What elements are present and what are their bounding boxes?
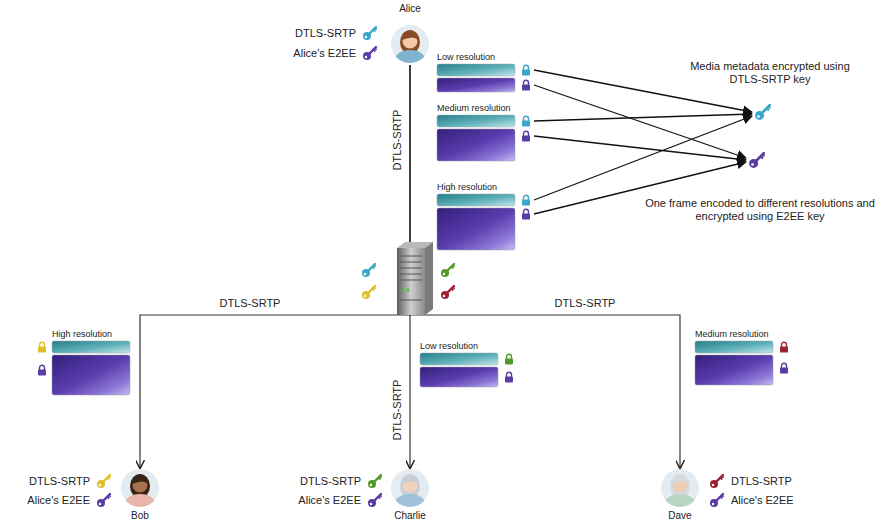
media-link: [410, 65, 680, 468]
note-text: Media metadata encrypted using DTLS-SRTP…: [681, 60, 860, 86]
resolution-heading: High resolution: [52, 328, 112, 340]
shape-area: [680, 468, 681, 509]
person-node: Bob: [120, 468, 160, 522]
resolution-stack: High resolution: [437, 181, 515, 262]
shape-area: [140, 468, 141, 509]
key-label: Alice's E2EE: [729, 494, 796, 507]
key-label: DTLS-SRTP: [27, 475, 92, 488]
note-text: One frame encoded to different resolutio…: [643, 197, 877, 223]
resolution-heading: Medium resolution: [695, 328, 769, 340]
key-label: DTLS-SRTP: [293, 27, 358, 40]
key-label: DTLS-SRTP: [729, 475, 794, 488]
key-label: DTLS-SRTP: [391, 108, 404, 173]
link-label: DTLS-SRTP: [553, 297, 618, 310]
person-name: Dave: [668, 509, 691, 522]
key-label: Alice's E2EE: [296, 494, 363, 507]
shape-area: [437, 114, 438, 173]
resolution-stack: High resolution: [52, 328, 130, 407]
shape-area: [437, 63, 438, 104]
media-link: [140, 65, 410, 468]
resolution-heading: Low resolution: [420, 340, 478, 352]
person-name: Charlie: [394, 509, 426, 522]
person-node: Dave: [660, 468, 700, 522]
shape-area: [52, 340, 53, 407]
key-label: Alice's E2EE: [291, 47, 358, 60]
key-label: DTLS-SRTP: [298, 475, 363, 488]
link-label: DTLS-SRTP: [391, 378, 404, 443]
resolution-heading: High resolution: [437, 181, 497, 193]
shape-area: [695, 340, 696, 397]
link-label: DTLS-SRTP: [218, 297, 283, 310]
person-name: Alice: [399, 2, 421, 15]
person-node: Alice: [390, 2, 430, 65]
shape-area: [420, 352, 421, 399]
person-node: Charlie: [390, 468, 430, 522]
shape-area: [410, 15, 411, 65]
shape-area: [437, 193, 438, 262]
person-name: Bob: [131, 509, 149, 522]
shape-area: [410, 468, 411, 509]
resolution-stack: Medium resolution: [437, 102, 515, 173]
resolution-stack: Medium resolution: [695, 328, 773, 397]
key-label: Alice's E2EE: [25, 494, 92, 507]
resolution-heading: Medium resolution: [437, 102, 511, 114]
resolution-heading: Low resolution: [437, 51, 495, 63]
resolution-stack: Low resolution: [437, 51, 515, 104]
resolution-stack: Low resolution: [420, 340, 498, 399]
